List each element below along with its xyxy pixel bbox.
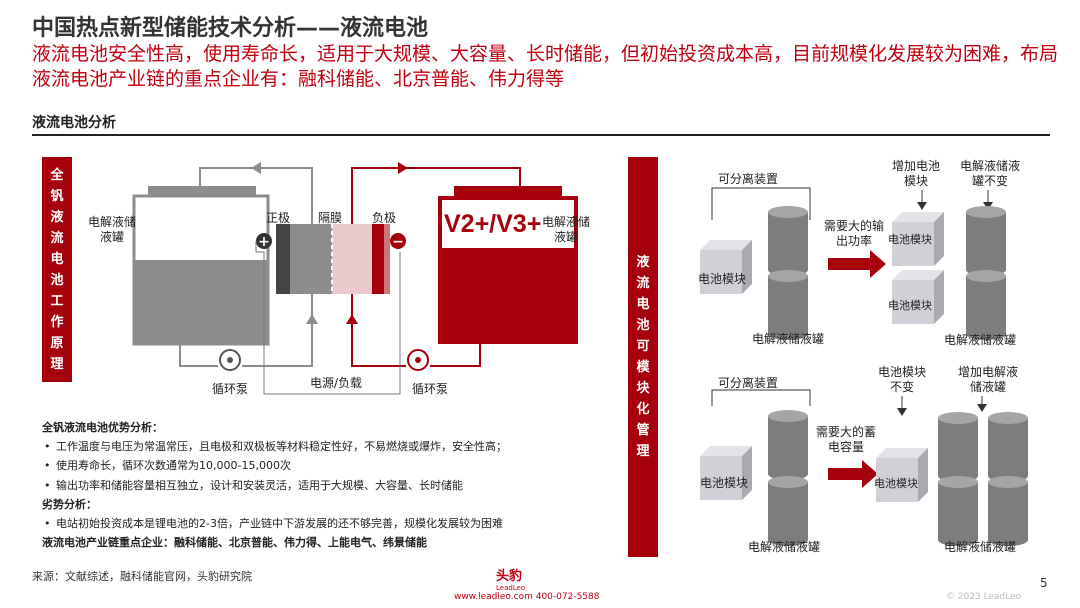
positive-label: 正极: [266, 211, 291, 225]
load-label: 电源/负载: [310, 376, 363, 390]
right-top-pipe: [351, 167, 521, 224]
top-module-label: 电池模块: [698, 272, 747, 286]
left-up-arrow: [306, 314, 318, 324]
page-number: 5: [1040, 576, 1048, 590]
left-vertical-bar: 全钒液流电池工作原理: [42, 157, 72, 382]
plus-terminal-icon: [256, 233, 272, 249]
left-tank-label: 电解液储液罐: [87, 215, 136, 244]
section-divider: [32, 134, 1050, 136]
right-bottom-pipe: [430, 344, 481, 367]
weakness-item: 电站初始投资成本是锂电池的2-3倍，产业链中下游发展的还不够完善，规模化发展较为…: [42, 514, 622, 533]
right-up-arrow: [346, 314, 358, 324]
negative-plate: [372, 224, 384, 294]
bottom-cylinder-2: [768, 476, 808, 546]
bottom-bracket: [711, 389, 811, 406]
bottom-add-tank-label: 增加电解液储液罐: [958, 365, 1019, 394]
membrane-chamber: [332, 224, 372, 294]
page-title: 中国热点新型储能技术分析——液流电池: [32, 16, 429, 41]
left-tank-fluid: [134, 260, 268, 344]
modular-diagram: [700, 187, 1028, 546]
companies-text: 液流电池产业链重点企业：融科储能、北京普能、伟力得、上能电气、纬景储能: [42, 536, 427, 550]
right-top-arrow: [398, 162, 408, 174]
weakness-heading: 劣势分析：: [42, 497, 97, 511]
right-vertical-bar: 液流电池可模块化管理: [628, 157, 658, 557]
bottom-tank-label: 电解液储液罐: [748, 540, 821, 554]
top-tank-right-label: 电解液储液罐: [944, 333, 1017, 347]
right-tank-label: 电解液储液罐: [541, 215, 590, 244]
top-cylinder-right-1: [966, 206, 1006, 276]
bottom-arrow-icon: [828, 460, 878, 488]
top-add-module-label: 增加电池模块: [891, 159, 940, 188]
left-bar-text: 全钒液流电池工作原理: [50, 167, 64, 372]
right-tank-cap: [454, 186, 562, 196]
plus-sign: +: [258, 234, 270, 250]
pump-left-label: 循环泵: [212, 382, 249, 396]
positive-chamber: [290, 224, 332, 294]
left-top-arrow: [251, 162, 261, 174]
top-module-right-label-1: 电池模块: [888, 233, 932, 246]
bottom-cylinder-right-1: [938, 412, 978, 482]
bottom-cylinder-right-3: [938, 476, 978, 546]
analysis-text: 全钒液流电池优势分析： 工作温度与电压为常温常压，且电极和双极板等材料稳定性好，…: [42, 418, 622, 552]
top-tank-same-label: 电解液储液罐不变: [959, 159, 1020, 188]
advantage-item: 输出功率和储能容量相互独立，设计和安装灵活，适用于大规模、大容量、长时储能: [42, 476, 622, 495]
top-need-label: 需要大的输出功率: [823, 219, 884, 248]
bottom-module-right-label: 电池模块: [874, 477, 918, 490]
right-tank-chem: V2+/V3+: [444, 210, 542, 238]
bottom-need-label: 需要大的蓄电容量: [815, 425, 876, 454]
membrane-label: 隔膜: [318, 211, 343, 225]
right-bar-text: 液流电池可模块化管理: [636, 255, 650, 459]
top-module-right-label-2: 电池模块: [888, 299, 932, 312]
top-separable-label: 可分离装置: [718, 172, 779, 186]
top-arrow-icon: [828, 250, 886, 278]
section-title: 液流电池分析: [32, 115, 116, 131]
left-tank-chem: V5+/V4+: [138, 212, 236, 240]
bottom-module-same-label: 电池模块不变: [877, 365, 926, 394]
logo-text: 头豹: [496, 569, 523, 584]
copyright: © 2023 LeadLeo: [946, 592, 1022, 602]
source-note: 来源：文献综述，融科储能官网，头豹研究院: [32, 570, 252, 583]
bottom-cylinder-right-4: [988, 476, 1028, 546]
advantage-item: 工作温度与电压为常温常压，且电极和双极板等材料稳定性好，不易燃烧或爆炸，安全性高…: [42, 437, 622, 456]
bottom-module-icon: [700, 446, 752, 500]
pump-right-label: 循环泵: [412, 382, 449, 396]
bottom-module-label: 电池模块: [700, 476, 749, 490]
bottom-cylinder-1: [768, 410, 808, 480]
page-subtitle: 液流电池安全性高，使用寿命长，适用于大规模、大容量、长时储能，但初始投资成本高，…: [32, 43, 1059, 90]
minus-sign: −: [392, 234, 404, 250]
left-tank-cap: [148, 186, 256, 196]
positive-plate: [276, 224, 290, 294]
advantage-item: 使用寿命长，循环次数通常为10,000-15,000次: [42, 456, 622, 475]
top-cylinder-1: [768, 206, 808, 276]
advantages-heading: 全钒液流电池优势分析：: [42, 421, 163, 434]
footer-contact[interactable]: www.leadleo.com 400-072-5588: [454, 592, 600, 602]
bottom-separable-label: 可分离装置: [718, 376, 779, 390]
load-wire: [255, 241, 401, 395]
negative-edge: [384, 224, 390, 294]
right-tank-top: [442, 200, 574, 248]
bottom-cylinder-right-2: [988, 412, 1028, 482]
leadleo-logo: 头豹 LeadLeo: [496, 565, 525, 592]
bottom-tank-right-label: 电解液储液罐: [944, 540, 1017, 554]
negative-label: 负极: [372, 211, 397, 225]
logo-subtext: LeadLeo: [496, 584, 526, 592]
top-tank-label: 电解液储液罐: [752, 332, 825, 346]
top-cylinder-right-2: [966, 270, 1006, 340]
flow-battery-diagram: + −: [132, 162, 578, 395]
left-bottom-pipe: [179, 344, 218, 367]
top-bracket: [711, 187, 811, 220]
minus-terminal-icon: [390, 233, 406, 249]
